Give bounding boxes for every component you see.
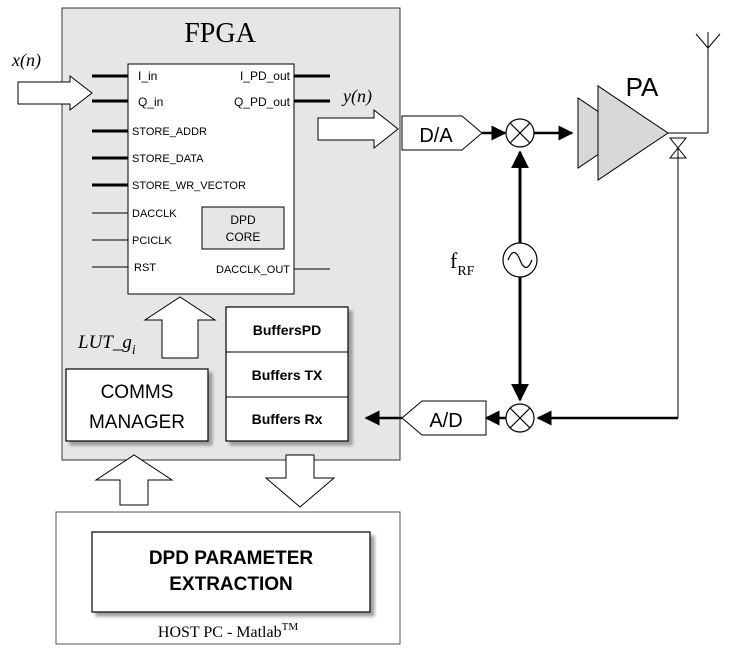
pin-dacclk-out: DACCLK_OUT: [216, 264, 290, 276]
host-pc-block: DPD PARAMETER EXTRACTION HOST PC - Matla…: [55, 511, 401, 645]
host-to-fpga-arrow: [94, 454, 174, 506]
comms-manager-box: COMMS MANAGER: [65, 368, 209, 442]
pin-dacclk: DACCLK: [132, 208, 177, 220]
pa-block: PA: [577, 72, 669, 181]
buffers-pd: BuffersPD: [253, 322, 321, 338]
frf-label: fRF: [450, 248, 475, 279]
pa-output-coupler: [668, 48, 709, 418]
buffers-rx: Buffers Rx: [252, 411, 323, 427]
pin-store-addr: STORE_ADDR: [132, 126, 207, 138]
antenna-icon: [695, 32, 721, 49]
dpd-core-line1: DPD: [230, 213, 256, 227]
lut-arrow: LUT_gi: [77, 296, 217, 359]
adc-label: A/D: [429, 410, 462, 432]
dac-block: D/A: [401, 115, 483, 151]
dpd-module: I_in Q_in STORE_ADDR STORE_DATA STORE_WR…: [92, 63, 330, 295]
dpd-core-line2: CORE: [226, 230, 261, 244]
dpd-parameter-extraction-box: [91, 531, 371, 613]
y-output-arrow: y(n): [317, 86, 399, 150]
buffers-tx: Buffers TX: [252, 367, 323, 383]
oscillator-icon: [502, 242, 538, 278]
up-mixer: [505, 118, 535, 148]
pin-rst: RST: [134, 262, 156, 274]
lut-label: LUT_gi: [77, 332, 136, 358]
fpga-title: FPGA: [184, 18, 256, 49]
dac-label: D/A: [419, 125, 453, 147]
y-n-label: y(n): [341, 86, 372, 107]
x-n-label: x(n): [11, 50, 41, 71]
pa-label: PA: [626, 72, 659, 102]
fpga-to-host-arrow: [264, 454, 336, 508]
param-extraction-line1: DPD PARAMETER: [149, 548, 314, 569]
dpd-core-box: [201, 206, 285, 250]
pin-i-pd-out: I_PD_out: [240, 69, 291, 83]
pin-q-pd-out: Q_PD_out: [234, 95, 291, 109]
pin-q-in: Q_in: [138, 95, 163, 109]
x-input-arrow: x(n): [11, 50, 93, 112]
param-extraction-line2: EXTRACTION: [169, 574, 293, 595]
comms-line1: COMMS: [101, 382, 174, 403]
host-pc-label: HOST PC - MatlabTM: [158, 621, 298, 641]
down-mixer: [505, 403, 535, 433]
buffers-stack: BuffersPD Buffers TX Buffers Rx: [225, 306, 349, 442]
comms-line2: MANAGER: [89, 412, 185, 433]
pin-i-in: I_in: [138, 69, 157, 83]
pin-store-wr-vector: STORE_WR_VECTOR: [132, 180, 246, 192]
pin-pciclk: PCICLK: [132, 235, 172, 247]
pin-store-data: STORE_DATA: [132, 153, 204, 165]
adc-block: A/D: [401, 400, 487, 436]
